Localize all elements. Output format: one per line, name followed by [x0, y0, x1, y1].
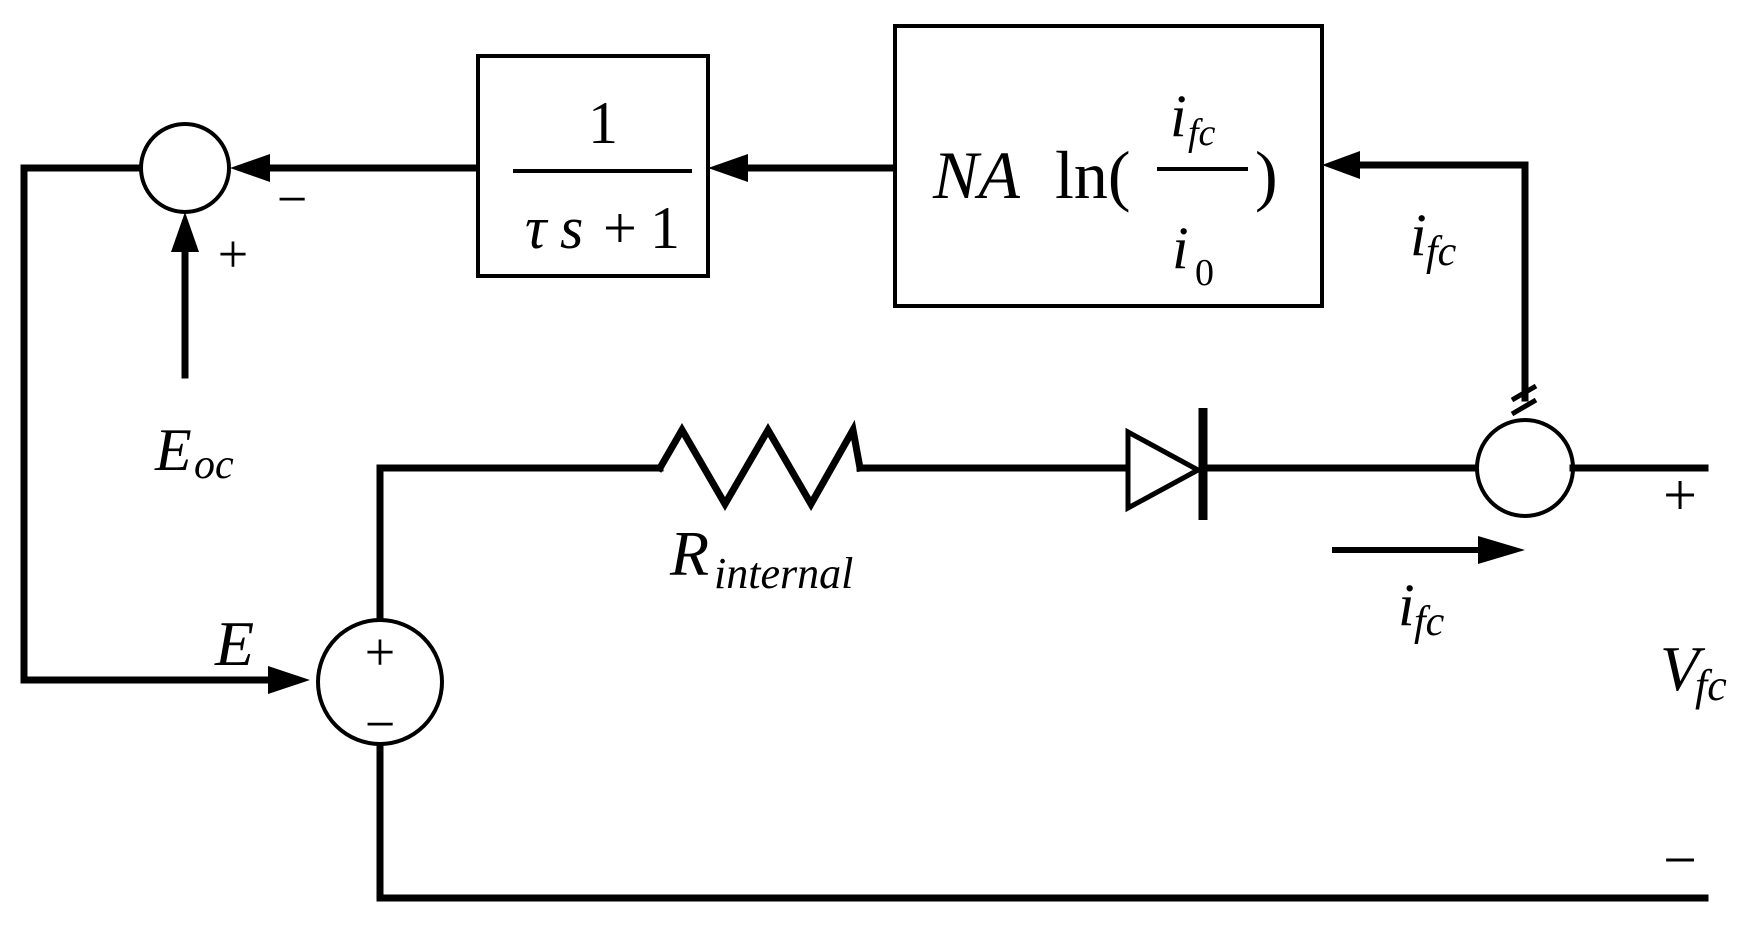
source-minus-sign: −: [365, 694, 395, 754]
load-current-label: i fc: [1398, 572, 1445, 645]
resistor-symbol: [655, 419, 865, 512]
eoc-label-base: E: [154, 417, 192, 483]
terminal-minus: −: [1663, 827, 1697, 893]
wire-source-top: [376, 464, 664, 624]
vfc-sub: fc: [1695, 661, 1727, 710]
log-num-sub: fc: [1188, 112, 1216, 154]
feedback-i: i: [1410, 202, 1427, 268]
arrowheads: [171, 151, 1360, 694]
load-current-arrow: [1332, 536, 1525, 564]
arrow-into-log-block: [1322, 151, 1360, 179]
log-prefix-NA: NA: [932, 137, 1020, 213]
lag-transfer-block: 1 τ s + 1: [476, 54, 710, 278]
log-block: NA ln( i fc i 0 ): [893, 24, 1324, 308]
diode-symbol: [1125, 408, 1208, 520]
controlled-voltage-source: + −: [316, 618, 444, 754]
resistor-label: R internal: [669, 518, 853, 598]
eoc-label-sub: oc: [194, 442, 234, 488]
load-current-i: i: [1398, 572, 1415, 638]
current-sensor: [1475, 418, 1575, 518]
resistor-label-sub: internal: [714, 549, 853, 598]
arrow-into-lag-block: [708, 154, 748, 182]
feedback-wire-ifc: [1331, 161, 1529, 402]
source-plus-sign: +: [365, 622, 395, 682]
log-num-i: i: [1170, 83, 1187, 149]
vfc-V: V: [1660, 633, 1706, 704]
terminal-plus: +: [1663, 462, 1697, 528]
feedback-sub: fc: [1426, 229, 1457, 275]
vfc-label: V fc: [1660, 633, 1727, 710]
feedback-current-label: i fc: [1410, 202, 1457, 275]
wire-sum-to-source: [20, 164, 269, 684]
load-current-sub: fc: [1414, 599, 1445, 645]
lag-one: 1: [650, 195, 680, 261]
wire-return: [376, 738, 1709, 902]
e-label: E: [214, 608, 254, 679]
sum-minus-sign: −: [277, 169, 307, 229]
control-wires: [20, 161, 1529, 684]
resistor-label-R: R: [669, 518, 709, 589]
lag-plus: +: [603, 195, 637, 261]
lag-numerator: 1: [588, 90, 618, 156]
power-circuit: [376, 383, 1709, 902]
lag-s: s: [560, 195, 583, 261]
lag-tau: τ: [525, 195, 549, 261]
log-den-sub: 0: [1195, 252, 1214, 294]
log-den-i: i: [1172, 215, 1189, 281]
arrow-into-sum-minus: [230, 154, 270, 182]
arrow-into-sum-plus: [171, 212, 199, 252]
arrow-into-source: [268, 666, 310, 694]
log-close-paren: ): [1255, 137, 1278, 213]
eoc-label: E oc: [154, 417, 234, 488]
log-function-ln: ln(: [1055, 137, 1131, 213]
sum-plus-sign: +: [218, 224, 248, 284]
summing-junction: − +: [139, 122, 307, 284]
sensor-signal-marks: [1510, 383, 1538, 417]
